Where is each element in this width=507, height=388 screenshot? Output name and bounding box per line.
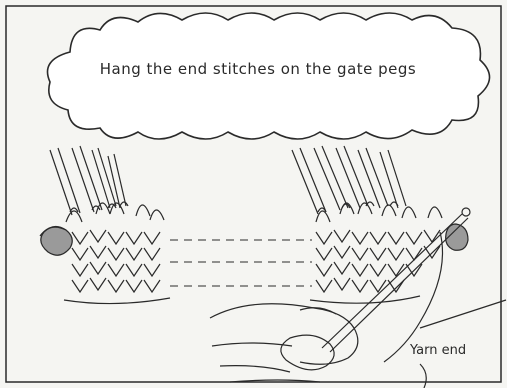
left-needles-icon	[50, 146, 128, 215]
yarn-end-label: Yarn end	[410, 343, 466, 358]
alignment-dashes	[170, 240, 312, 286]
right-knit-fabric	[310, 230, 440, 303]
left-knit-fabric	[64, 230, 170, 304]
caption-text: Hang the end stitches on the gate pegs	[58, 60, 458, 78]
left-stitch-block	[40, 146, 170, 304]
hand-icon	[210, 304, 426, 388]
